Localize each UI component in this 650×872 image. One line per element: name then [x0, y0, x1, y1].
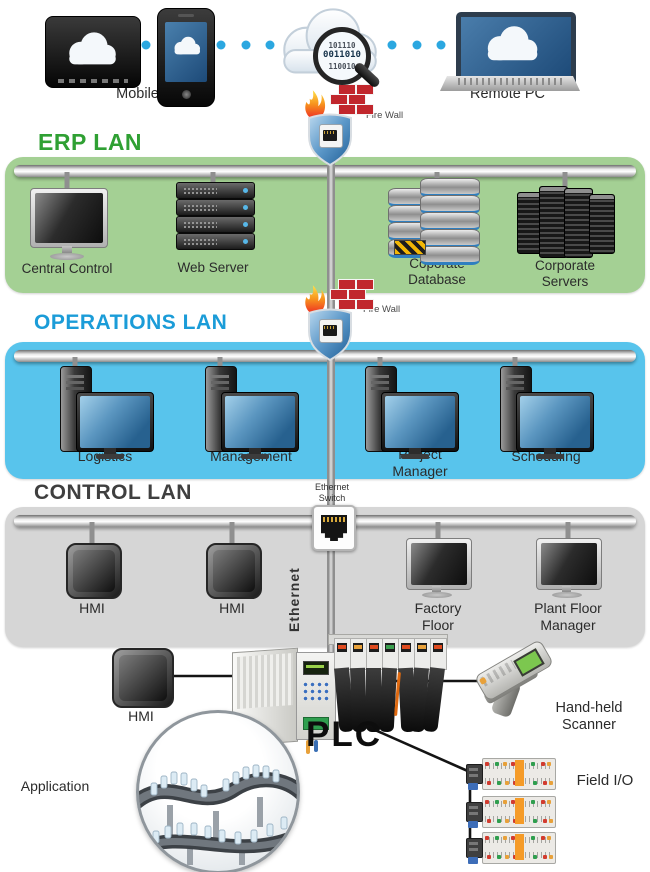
- corporate-servers-icon: [517, 186, 615, 258]
- ethernet-switch-label: Ethernet Switch: [314, 482, 350, 503]
- flame-icon: [305, 285, 326, 316]
- hmi-panel-icon: [206, 543, 262, 599]
- firewall-top-icon: [300, 84, 376, 174]
- firewall-bricks: [320, 84, 376, 115]
- control-lan-title: CONTROL LAN: [34, 481, 192, 504]
- field-io-module-icon: [482, 832, 556, 864]
- management-workstation-icon: [205, 366, 299, 460]
- mobile-label: Mobile: [116, 86, 159, 102]
- scheduling-workstation-icon: [500, 366, 594, 460]
- plc-label: PLC: [306, 715, 382, 754]
- logistics-workstation-icon: [60, 366, 154, 460]
- plc-cpu-module: [296, 652, 336, 740]
- firewall-middle-icon: [300, 279, 376, 369]
- ethernet-port: [319, 124, 343, 148]
- ethernet-port: [319, 319, 343, 343]
- flame-icon: [305, 90, 326, 121]
- tablet-icon: [45, 16, 141, 88]
- tablet-menu-bar: [58, 79, 128, 83]
- field-io-module-icon: [482, 796, 556, 828]
- corporate-servers-label: Corporate Servers: [534, 258, 596, 289]
- ethernet-switch-icon: [312, 505, 356, 551]
- application-image: [136, 710, 300, 872]
- corporate-database-icon: [388, 178, 484, 265]
- field-io-label: Field I/O: [576, 772, 634, 789]
- plc-io-modules: [334, 638, 448, 742]
- phone-home-button: [182, 90, 191, 99]
- scanner-screen: [513, 648, 545, 677]
- central-control-label: Central Control: [21, 261, 113, 276]
- binary-text-row: 101110: [328, 41, 356, 50]
- field-hmi-label: HMI: [128, 708, 154, 724]
- hazard-stripe: [394, 240, 426, 255]
- erp-lan-title: ERP LAN: [38, 129, 143, 155]
- field-io-connector: [466, 802, 483, 822]
- firewall-middle-label: Fire Wall: [363, 304, 401, 315]
- field-io-connector: [466, 838, 483, 858]
- operations-lan-title: OPERATIONS LAN: [34, 311, 228, 334]
- handheld-scanner-label: Hand-held Scanner: [555, 700, 623, 734]
- binary-text-row: 110010: [328, 61, 356, 71]
- web-server-label: Web Server: [177, 260, 249, 275]
- ethernet-link-label: Ethernet: [286, 567, 302, 633]
- handheld-scanner-icon: [470, 638, 560, 720]
- project-manager-workstation-icon: [365, 366, 459, 460]
- remote-pc-icon: [456, 12, 576, 84]
- web-server-icon: [176, 182, 255, 250]
- erp-bus-bar: [14, 165, 636, 177]
- phone-speaker: [178, 14, 194, 17]
- central-control-monitor-icon: [30, 188, 108, 248]
- plant-floor-manager-label: Plant Floor Manager: [534, 600, 602, 633]
- field-io-connector: [466, 764, 483, 784]
- factory-floor-monitor-icon: [406, 538, 472, 590]
- phone-screen: [165, 22, 207, 82]
- laptop-base: [440, 76, 580, 91]
- hmi-label: HMI: [79, 600, 105, 616]
- plant-floor-manager-monitor-icon: [536, 538, 602, 590]
- tablet-screen: [53, 23, 133, 76]
- firewall-bricks: [320, 279, 376, 310]
- smartphone-icon: [157, 8, 215, 107]
- application-label: Application: [20, 778, 90, 794]
- firewall-top-label: Fire Wall: [366, 110, 404, 121]
- hmi-label: HMI: [219, 600, 245, 616]
- factory-floor-label: Factory Floor: [414, 600, 462, 633]
- binary-text-row: 0011010: [323, 50, 361, 61]
- plc-icon: [228, 628, 450, 754]
- bottling-conveyor-illustration: [139, 764, 297, 865]
- field-io-module-icon: [482, 758, 556, 790]
- hmi-panel-icon: [66, 543, 122, 599]
- field-hmi-panel-icon: [112, 648, 174, 708]
